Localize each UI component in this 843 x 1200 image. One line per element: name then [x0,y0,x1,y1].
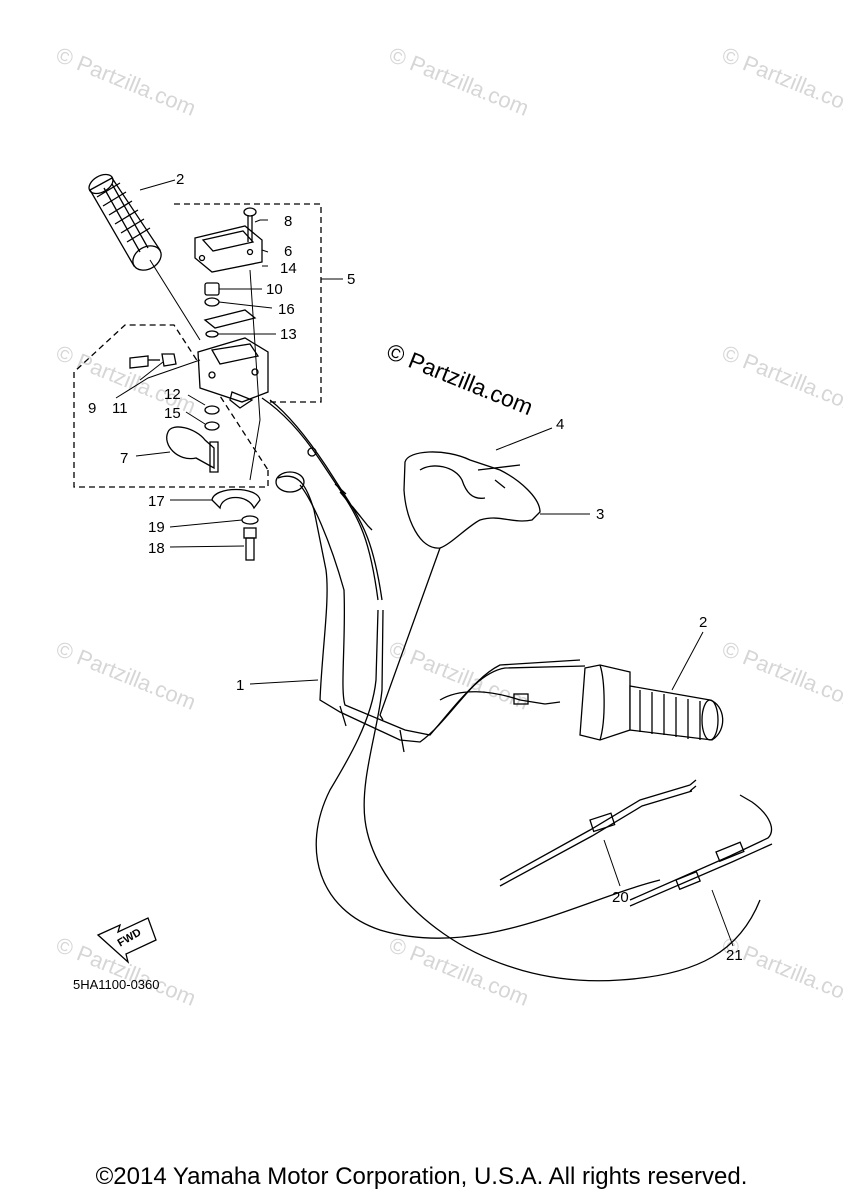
leader-lines [115,179,734,947]
choke-cable [439,691,561,705]
callout-2: 2 [176,171,185,188]
callout-4: 4 [556,416,565,433]
callout-6: 6 [284,243,293,260]
callout-16: 16 [278,301,295,318]
choke-cable-21 [629,794,773,907]
diagram-code: 5HA1100-0360 [73,977,160,992]
handlebar-pad [379,451,541,721]
callout-11: 11 [112,400,128,417]
callout-2-right: 2 [699,614,708,631]
callout-10: 10 [266,281,283,298]
callout-7: 7 [120,450,129,467]
left-grip [88,173,162,271]
throttle-cable [261,397,761,982]
callout-1: 1 [236,677,245,694]
handlebar [275,471,586,753]
callout-17: 17 [148,493,165,510]
washer-19 [241,515,259,525]
copyright-notice: ©2014 Yamaha Motor Corporation, U.S.A. A… [95,1163,748,1190]
clamp-17 [211,488,261,510]
spring-13 [205,330,219,338]
switch-upper-case [194,225,263,273]
callout-18: 18 [148,540,165,557]
bolt-18 [243,527,257,561]
switch-lower-case [197,337,269,409]
switch-plate [203,309,257,329]
throttle-lever [166,426,219,473]
callout-20: 20 [612,889,629,906]
callout-14: 14 [280,260,297,277]
fwd-arrow-icon [96,917,157,964]
parts-12-15 [204,405,220,431]
washer-16 [204,297,220,307]
callout-5: 5 [347,271,356,288]
callout-15: 15 [164,405,181,422]
callout-3: 3 [596,506,605,523]
callout-9: 9 [88,400,97,417]
right-grip [579,664,724,741]
callout-13: 13 [280,326,297,343]
callout-19: 19 [148,519,165,536]
nut-10 [204,282,220,296]
assembly-outline [73,203,322,488]
nut-11 [161,353,177,367]
callout-8: 8 [284,213,293,230]
throttle-cable-20 [499,779,697,887]
callout-12: 12 [164,386,181,403]
callout-21: 21 [726,947,743,964]
screw-8 [243,207,257,242]
screw-9 [129,355,160,369]
